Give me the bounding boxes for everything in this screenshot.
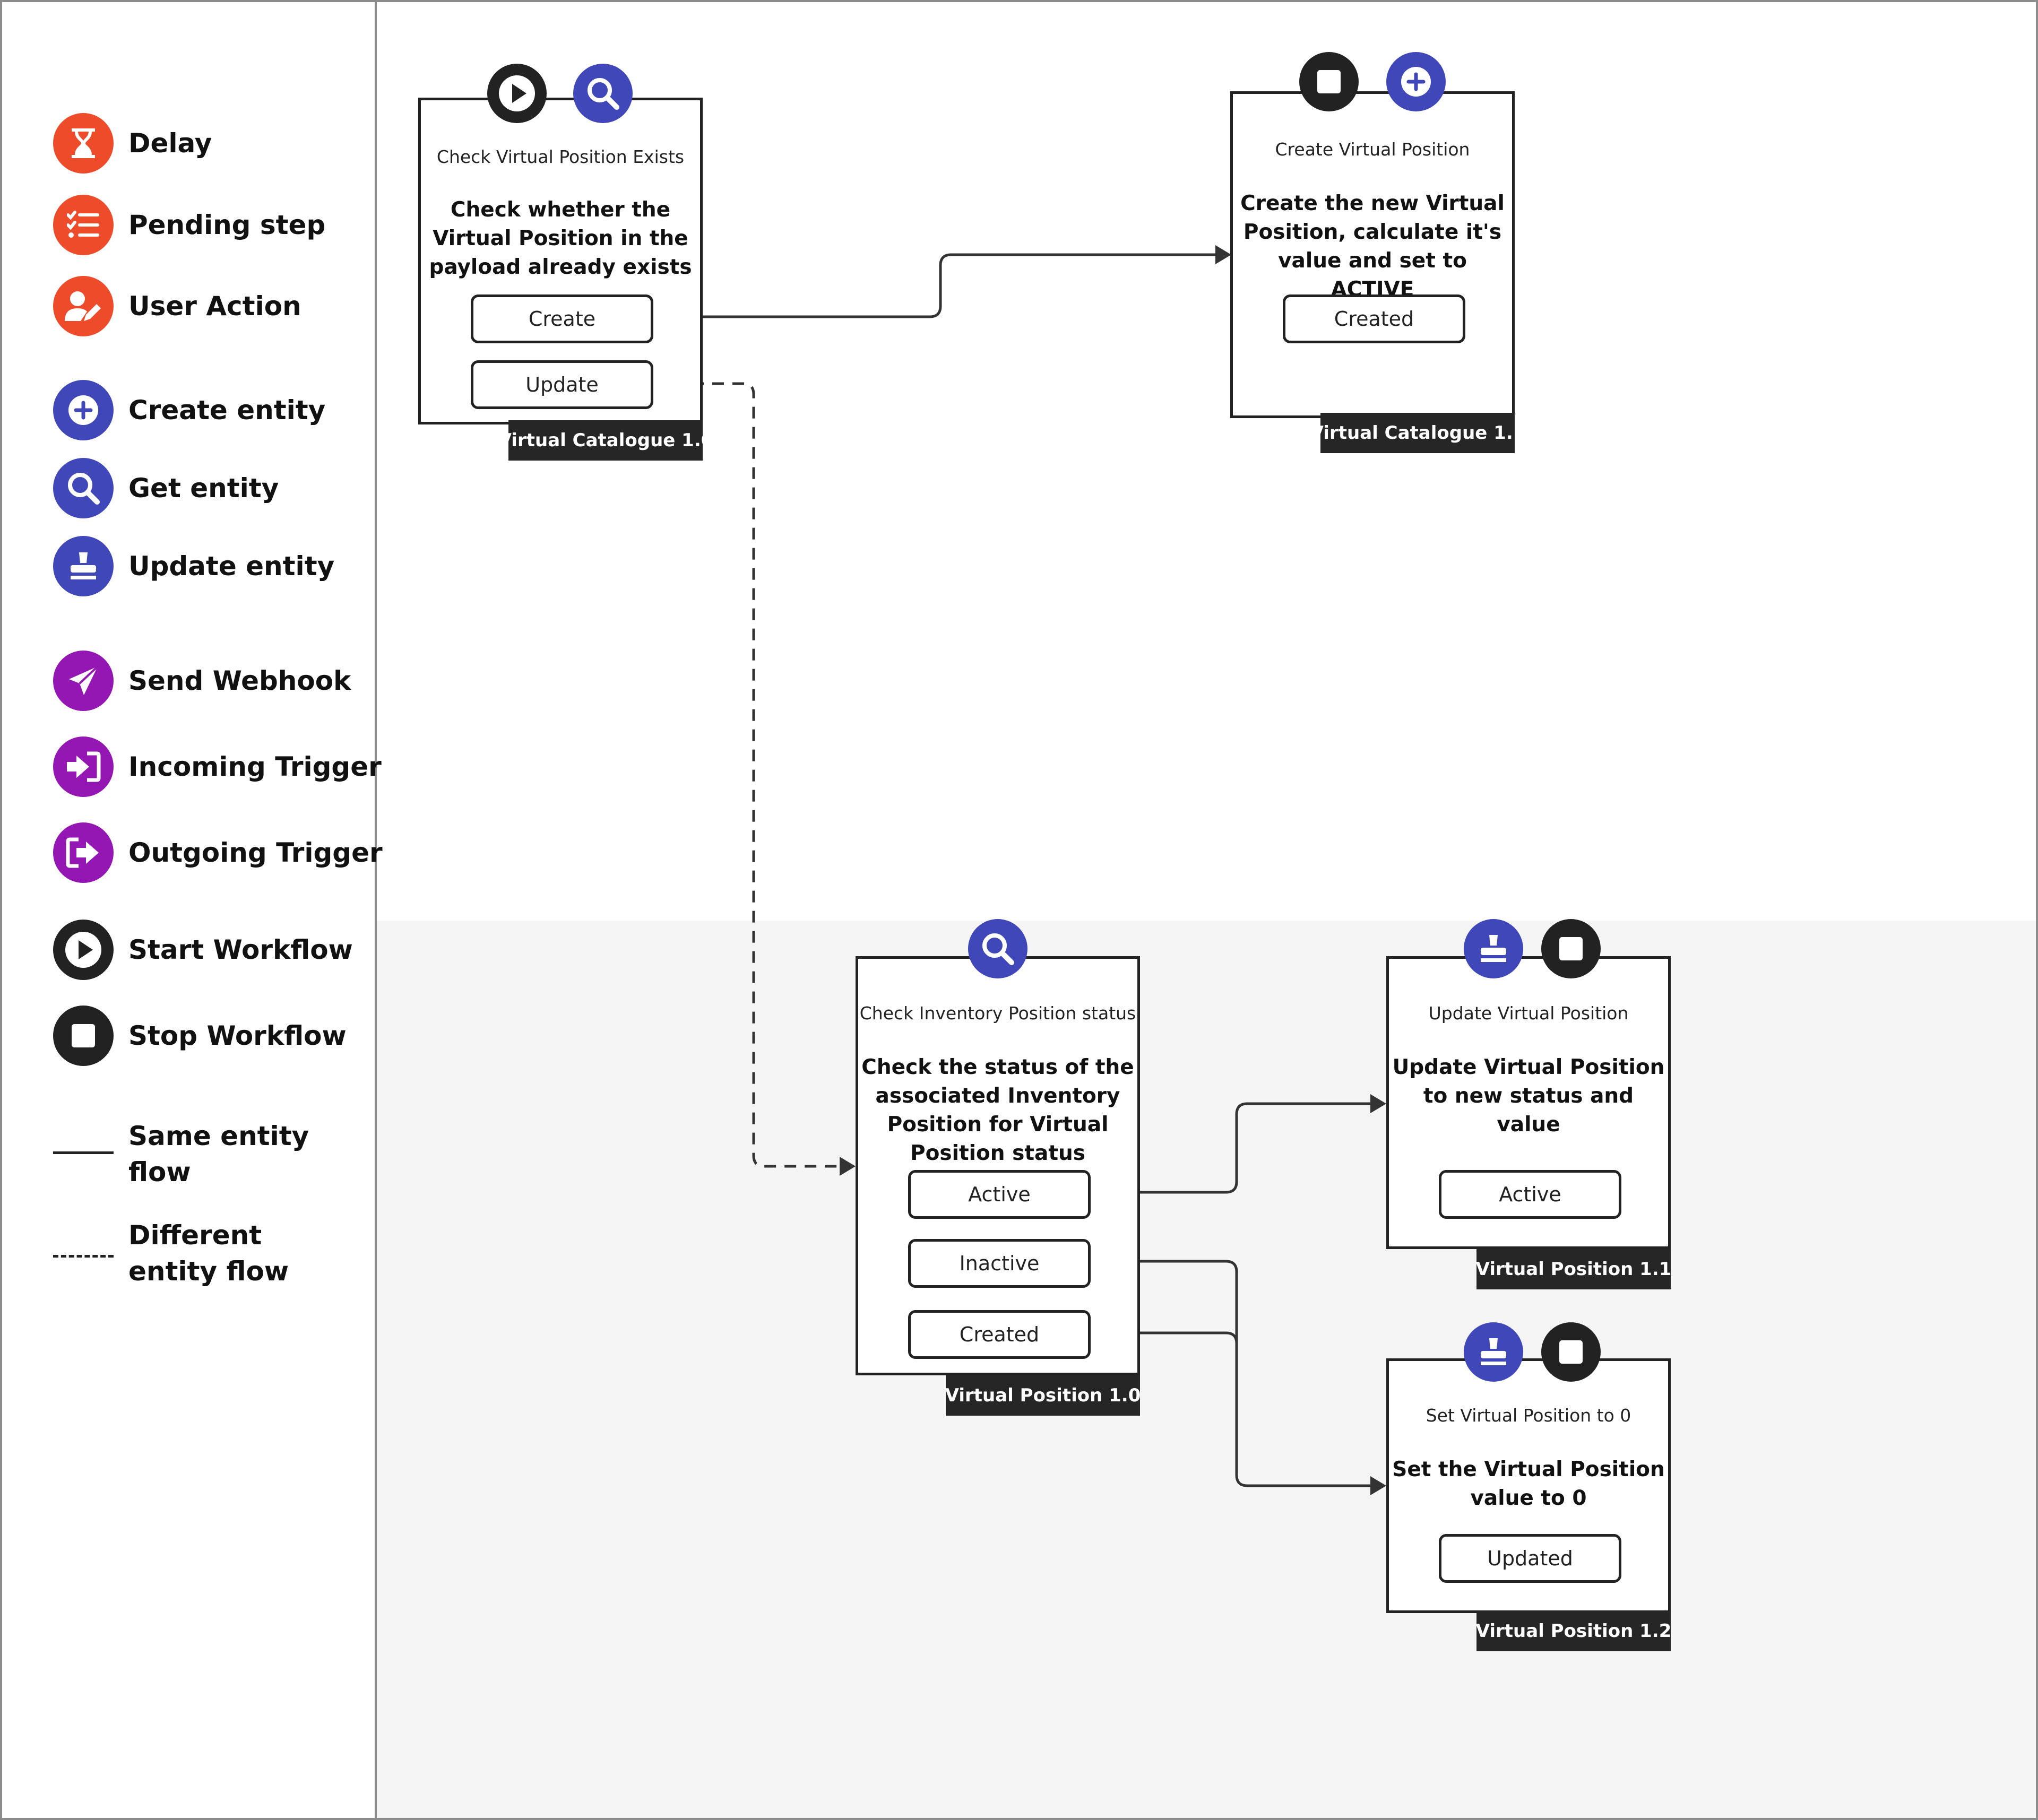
legend-divider bbox=[375, 0, 377, 1820]
sign-out-icon bbox=[53, 822, 114, 883]
node-card: Check Inventory Position status Check th… bbox=[856, 956, 1140, 1375]
node-entity-tag: Virtual Position 1.1 bbox=[1476, 1249, 1671, 1289]
legend-label: Send Webhook bbox=[128, 665, 351, 696]
node-subtitle: Update Virtual Position bbox=[1428, 1003, 1629, 1024]
legend-stop-workflow: Stop Workflow bbox=[53, 1004, 347, 1068]
stamp-icon bbox=[1464, 1322, 1523, 1382]
node-subtitle: Set Virtual Position to 0 bbox=[1426, 1405, 1631, 1426]
update-button[interactable]: Update bbox=[471, 360, 653, 409]
legend-label: Incoming Trigger bbox=[128, 751, 382, 782]
play-icon bbox=[53, 920, 114, 980]
stop-icon bbox=[1541, 1322, 1601, 1382]
active-button[interactable]: Active bbox=[908, 1170, 1091, 1219]
legend-different-entity-flow: Different entity flow bbox=[53, 1216, 351, 1290]
stamp-icon bbox=[53, 536, 114, 596]
legend-label: Start Workflow bbox=[128, 934, 353, 965]
user-edit-icon bbox=[53, 276, 114, 336]
stop-icon bbox=[1299, 52, 1359, 111]
legend-label: Get entity bbox=[128, 473, 279, 504]
legend-create-entity: Create entity bbox=[53, 378, 325, 442]
legend-send-webhook: Send Webhook bbox=[53, 649, 351, 713]
sign-in-icon bbox=[53, 736, 114, 797]
legend-label: Same entity flow bbox=[128, 1121, 309, 1188]
legend-outgoing-trigger: Outgoing Trigger bbox=[53, 821, 383, 885]
legend-label: Different entity flow bbox=[128, 1220, 289, 1287]
node-entity-tag: Virtual Position 1.2 bbox=[1476, 1611, 1671, 1651]
inactive-button[interactable]: Inactive bbox=[908, 1239, 1091, 1288]
created-button[interactable]: Created bbox=[1283, 294, 1465, 343]
node-subtitle: Check Virtual Position Exists bbox=[436, 146, 685, 167]
legend-label: Pending step bbox=[128, 210, 326, 240]
plus-circle-icon bbox=[53, 380, 114, 440]
legend-delay: Delay bbox=[53, 111, 212, 175]
legend-label: Outgoing Trigger bbox=[128, 837, 383, 868]
node-entity-tag: Virtual Catalogue 1.0 bbox=[498, 420, 713, 461]
legend-start-workflow: Start Workflow bbox=[53, 918, 353, 982]
paper-plane-icon bbox=[53, 651, 114, 711]
node-subtitle: Create Virtual Position bbox=[1275, 139, 1470, 160]
stamp-icon bbox=[1464, 919, 1523, 978]
legend-label: Delay bbox=[128, 128, 212, 159]
solid-line-sample bbox=[53, 1151, 114, 1154]
legend-same-entity-flow: Same entity flow bbox=[53, 1117, 351, 1191]
create-button[interactable]: Create bbox=[471, 294, 653, 343]
node-card: Update Virtual Position Update Virtual P… bbox=[1386, 956, 1671, 1249]
node-title: Check the status of the associated Inven… bbox=[861, 1055, 1134, 1165]
node-card: Create Virtual Position Create the new V… bbox=[1230, 91, 1515, 418]
legend-incoming-trigger: Incoming Trigger bbox=[53, 735, 382, 799]
legend-label: User Action bbox=[128, 291, 301, 322]
lower-swimlane bbox=[377, 921, 2036, 1818]
legend-label: Stop Workflow bbox=[128, 1020, 347, 1051]
search-icon bbox=[968, 919, 1027, 978]
play-icon bbox=[487, 64, 547, 123]
node-title: Set the Virtual Position value to 0 bbox=[1392, 1458, 1665, 1510]
checklist-icon bbox=[53, 195, 114, 255]
node-card: Check Virtual Position Exists Check whet… bbox=[418, 98, 703, 424]
stop-icon bbox=[53, 1006, 114, 1066]
active-button[interactable]: Active bbox=[1439, 1170, 1621, 1219]
legend-pending-step: Pending step bbox=[53, 193, 325, 257]
node-title: Update Virtual Position to new status an… bbox=[1392, 1055, 1665, 1137]
created-button[interactable]: Created bbox=[908, 1310, 1091, 1359]
legend-update-entity: Update entity bbox=[53, 534, 334, 598]
node-entity-tag: Virtual Position 1.0 bbox=[945, 1375, 1141, 1416]
dashed-line-sample bbox=[53, 1254, 114, 1258]
hourglass-icon bbox=[53, 113, 114, 174]
stop-icon bbox=[1541, 919, 1601, 978]
search-icon bbox=[53, 458, 114, 518]
legend-label: Create entity bbox=[128, 395, 326, 426]
node-entity-tag: Virtual Catalogue 1.1 bbox=[1310, 413, 1525, 453]
node-subtitle: Check Inventory Position status bbox=[859, 1003, 1136, 1024]
search-icon bbox=[573, 64, 633, 123]
updated-button[interactable]: Updated bbox=[1439, 1534, 1621, 1583]
legend-label: Update entity bbox=[128, 551, 335, 582]
legend-get-entity: Get entity bbox=[53, 456, 279, 520]
plus-circle-icon bbox=[1386, 52, 1446, 111]
node-title: Create the new Virtual Position, calcula… bbox=[1240, 192, 1505, 301]
node-card: Set Virtual Position to 0 Set the Virtua… bbox=[1386, 1358, 1671, 1613]
node-title: Check whether the Virtual Position in th… bbox=[429, 198, 692, 279]
legend-user-action: User Action bbox=[53, 274, 301, 338]
